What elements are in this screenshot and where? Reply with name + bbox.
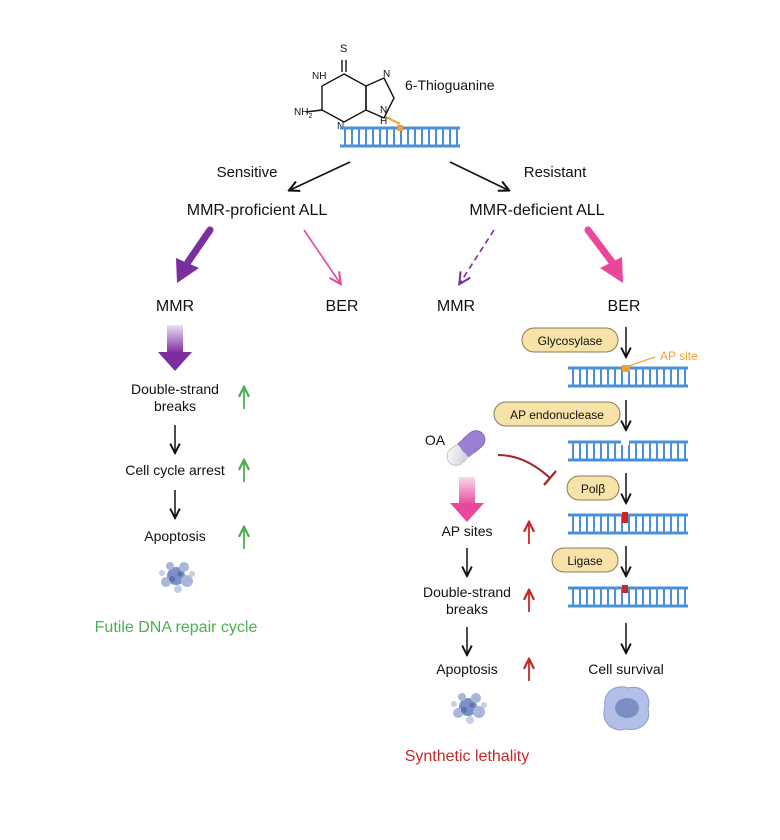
thick-arrow-ber-right (584, 226, 623, 283)
mmr-proficient-label: MMR-proficient ALL (187, 202, 328, 219)
dashed-arrow-mmr-right (460, 229, 495, 283)
middle-apoptosis: Apoptosis (436, 661, 497, 677)
thioguanine-label: 6-Thioguanine (405, 77, 495, 93)
oa-inhibition-bar (543, 470, 557, 486)
sensitive-label: Sensitive (217, 164, 278, 181)
gradient-arrow-middle (450, 477, 484, 522)
left-dsb-line2: breaks (154, 398, 196, 414)
mmr-right-label: MMR (437, 298, 475, 315)
gradient-arrow-left (158, 325, 192, 371)
dna-repaired (566, 585, 690, 608)
atom-n7-label: N (383, 69, 390, 80)
mmr-left-label: MMR (156, 298, 194, 315)
arrow-sensitive (290, 161, 351, 190)
ligase-pill (551, 547, 619, 573)
glycosylase-pill (521, 327, 619, 353)
atom-n9-label: N (380, 105, 387, 116)
ber-right-label: BER (608, 298, 641, 315)
mmr-deficient-label: MMR-deficient ALL (469, 202, 604, 219)
pol-beta-pill (566, 475, 620, 501)
dna-ap-site (566, 365, 690, 388)
middle-dsb-line2: breaks (446, 601, 488, 617)
middle-dsb-line1: Double-strand (423, 584, 511, 600)
ap-endonuclease-pill (493, 401, 621, 427)
resistant-label: Resistant (524, 164, 587, 181)
ap-site-pointer (628, 356, 656, 367)
oa-capsule-icon (446, 430, 486, 466)
surviving-cell-icon (603, 686, 650, 731)
atom-h9-label: H (380, 116, 387, 127)
ap-site-label: AP site (660, 349, 698, 363)
atom-nh2-label: NH2 (294, 107, 312, 120)
thioguanine-structure (305, 60, 401, 125)
pol-beta-label: Polβ (581, 482, 605, 496)
middle-ap-sites: AP sites (441, 523, 492, 539)
atom-nh-ring-label: NH (312, 71, 326, 82)
futile-caption: Futile DNA repair cycle (95, 619, 258, 636)
thin-arrow-ber-left (303, 229, 340, 283)
atom-s-label: S (340, 43, 347, 55)
left-arrest: Cell cycle arrest (125, 462, 225, 478)
dna-top (338, 125, 462, 148)
apoptotic-cell-middle-icon (451, 693, 487, 724)
ligase-label: Ligase (567, 554, 603, 568)
arrow-resistant (449, 161, 508, 190)
dna-nicked (566, 439, 690, 462)
oa-inhibition-line (497, 454, 551, 479)
oa-label: OA (425, 432, 446, 448)
ber-left-label: BER (326, 298, 359, 315)
dna-filled (566, 512, 690, 535)
left-apoptosis: Apoptosis (144, 528, 205, 544)
cell-survival-label: Cell survival (588, 661, 663, 677)
glycosylase-label: Glycosylase (538, 334, 603, 348)
ap-endonuclease-label: AP endonuclease (510, 408, 604, 422)
thick-arrow-mmr-left (176, 226, 214, 283)
left-dsb-line1: Double-strand (131, 381, 219, 397)
synthetic-lethality-caption: Synthetic lethality (405, 748, 530, 765)
apoptotic-cell-left-icon (159, 562, 195, 593)
